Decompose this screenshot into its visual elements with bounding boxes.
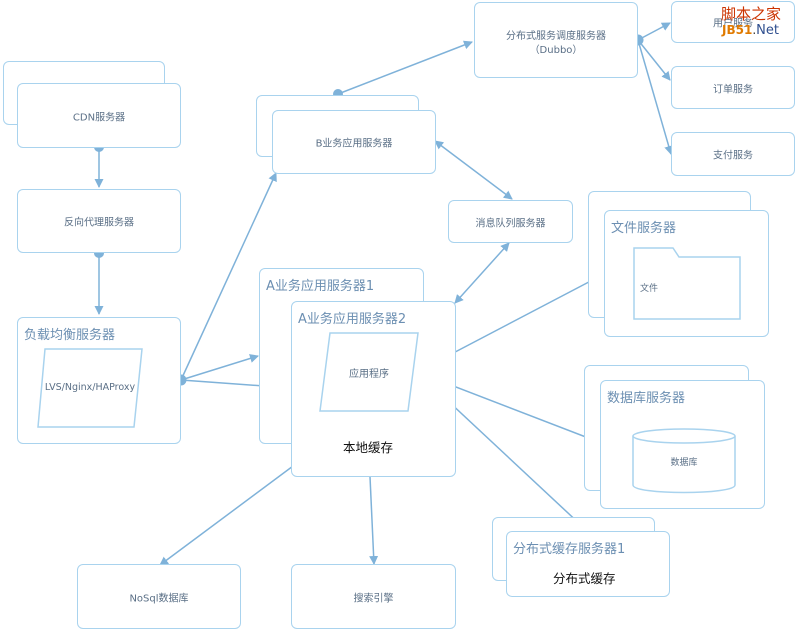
- dubbo-dispatch-server[interactable]: 分布式服务调度服务器 （Dubbo）: [474, 2, 638, 78]
- nosql-label: NoSql数据库: [129, 593, 189, 604]
- nosql-db[interactable]: NoSql数据库: [77, 564, 241, 629]
- b-app-server[interactable]: B业务应用服务器: [272, 110, 436, 174]
- database-icon: [632, 428, 736, 494]
- search-engine-label: 搜索引擎: [353, 593, 394, 604]
- link-b-app-mq: [434, 140, 513, 200]
- link-lb-to-b-app: [180, 172, 277, 381]
- search-engine[interactable]: 搜索引擎: [291, 564, 456, 629]
- user-service[interactable]: 用户服务: [671, 1, 795, 43]
- pay-service[interactable]: 支付服务: [671, 132, 795, 176]
- load-balancer-title: 负载均衡服务器: [24, 328, 116, 343]
- pay-service-label: 支付服务: [713, 150, 753, 162]
- dubbo-label-line2: （Dubbo）: [529, 45, 583, 56]
- order-service-label: 订单服务: [713, 84, 753, 95]
- db-server-title: 数据库服务器: [607, 391, 686, 406]
- message-queue-server[interactable]: 消息队列服务器: [448, 200, 573, 243]
- watermark-title: 脚本之家: [721, 5, 782, 23]
- link-lb-to-a-app1: [180, 354, 259, 381]
- file-folder-icon: [633, 247, 741, 320]
- dist-cache-server-title: 分布式缓存服务器1: [513, 542, 626, 557]
- load-balancer-inner-label: LVS/Nginx/HAProxy: [44, 382, 136, 393]
- link-dubbo-to-pay: [637, 39, 674, 155]
- link-mq-a-app2: [454, 242, 510, 304]
- cdn-server-label: CDN服务器: [72, 112, 126, 123]
- dist-cache-server[interactable]: 分布式缓存服务器1 分布式缓存: [506, 531, 670, 597]
- link-dubbo-to-user: [637, 22, 671, 41]
- file-server-title: 文件服务器: [611, 221, 677, 236]
- cdn-server[interactable]: CDN服务器: [17, 83, 181, 148]
- db-label: 数据库: [670, 458, 698, 468]
- a-app-server-1-title: A业务应用服务器1: [266, 279, 375, 294]
- user-service-label: 用户服务: [713, 18, 753, 30]
- app-program-label: 应用程序: [349, 369, 389, 380]
- load-balancer-shape: [37, 348, 143, 428]
- watermark-dot: .: [752, 23, 757, 37]
- local-cache-label: 本地缓存: [343, 440, 394, 455]
- a-app-server-2-title: A业务应用服务器2: [298, 312, 407, 327]
- watermark-net: Net: [756, 23, 779, 38]
- reverse-proxy-label: 反向代理服务器: [64, 217, 134, 229]
- dist-cache-label: 分布式缓存: [553, 571, 616, 586]
- b-app-server-label: B业务应用服务器: [315, 138, 393, 150]
- watermark-jb: JB51: [722, 23, 753, 37]
- dubbo-label-line1: 分布式服务调度服务器: [506, 31, 606, 42]
- reverse-proxy-server[interactable]: 反向代理服务器: [17, 189, 181, 253]
- watermark-site: JB51.Net: [722, 23, 779, 38]
- file-label: 文件: [640, 284, 659, 294]
- link-dubbo-to-order: [637, 39, 671, 81]
- order-service[interactable]: 订单服务: [671, 66, 795, 109]
- link-b-app-to-dubbo: [337, 40, 473, 95]
- app-program-shape: [319, 332, 419, 412]
- message-queue-label: 消息队列服务器: [475, 218, 546, 229]
